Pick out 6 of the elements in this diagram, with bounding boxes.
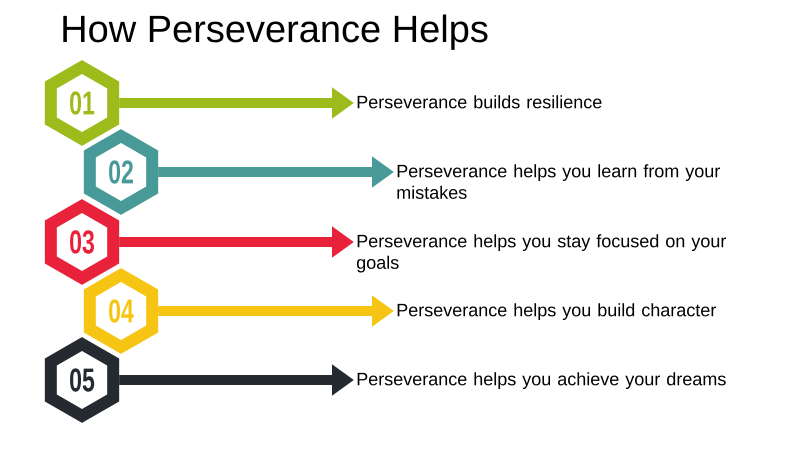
statement-text: Perseverance builds resilience (358, 95, 602, 108)
title: How Perseverance Helps (63, 14, 488, 50)
statement-text: Perseverance helps you stay focused on your goals (356, 234, 726, 272)
statement-text: Perseverance helps you learn from your mistakes (397, 164, 720, 199)
statement-text: Perseverance helps you build character (398, 303, 716, 320)
statement-text: Perseverance helps you achieve your dreams (358, 372, 726, 389)
